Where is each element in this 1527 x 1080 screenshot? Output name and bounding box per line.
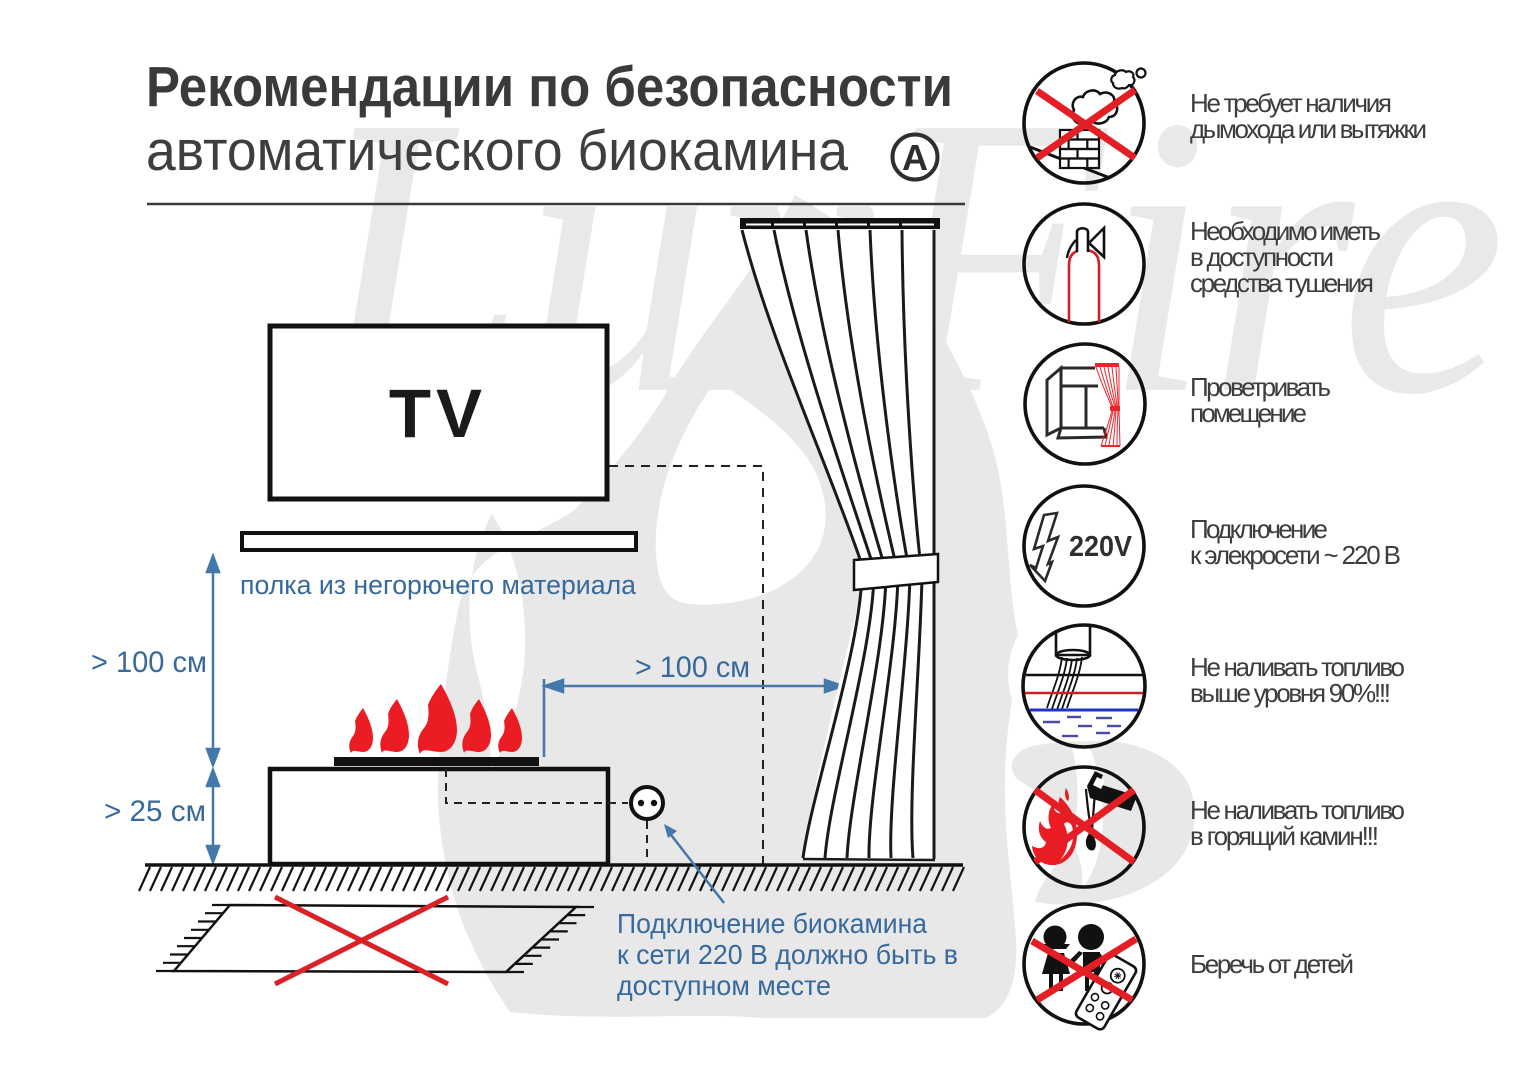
svg-text:Рекомендации по безопасности: Рекомендации по безопасности	[146, 55, 953, 119]
svg-text:220V: 220V	[1069, 531, 1133, 563]
svg-text:> 100 см: > 100 см	[635, 651, 750, 684]
svg-text:в доступности: в доступности	[1190, 242, 1334, 272]
svg-text:к сети 220 В должно быть в: к сети 220 В должно быть в	[617, 939, 958, 970]
svg-text:Подключение биокамина: Подключение биокамина	[617, 908, 927, 939]
svg-text:Не наливать топливо: Не наливать топливо	[1190, 652, 1405, 682]
svg-text:в горящий камин!!!: в горящий камин!!!	[1190, 821, 1379, 851]
svg-text:доступном месте: доступном месте	[617, 970, 831, 1001]
svg-text:дымохода или вытяжки: дымохода или вытяжки	[1190, 114, 1427, 144]
svg-text:Подключение: Подключение	[1190, 514, 1328, 544]
svg-text:помещение: помещение	[1190, 398, 1307, 428]
svg-text:A: A	[902, 137, 928, 178]
svg-text:> 100 см: > 100 см	[91, 646, 207, 679]
svg-text:полка из негорючего материала: полка из негорючего материала	[240, 570, 637, 600]
svg-text:> 25 см: > 25 см	[104, 795, 206, 828]
svg-text:средства тушения: средства тушения	[1190, 268, 1374, 298]
svg-text:Проветривать: Проветривать	[1190, 372, 1331, 402]
svg-text:Не наливать топливо: Не наливать топливо	[1190, 795, 1405, 825]
svg-text:Не требует наличия: Не требует наличия	[1190, 88, 1392, 118]
svg-text:Необходимо иметь: Необходимо иметь	[1190, 216, 1381, 246]
svg-text:Беречь от детей: Беречь от детей	[1190, 949, 1354, 979]
svg-text:к элекросети ~ 220 В: к элекросети ~ 220 В	[1190, 540, 1401, 570]
svg-text:автоматического биокамина: автоматического биокамина	[146, 119, 848, 183]
svg-text:выше уровня 90%!!!: выше уровня 90%!!!	[1190, 678, 1391, 708]
svg-text:TV: TV	[389, 375, 487, 452]
